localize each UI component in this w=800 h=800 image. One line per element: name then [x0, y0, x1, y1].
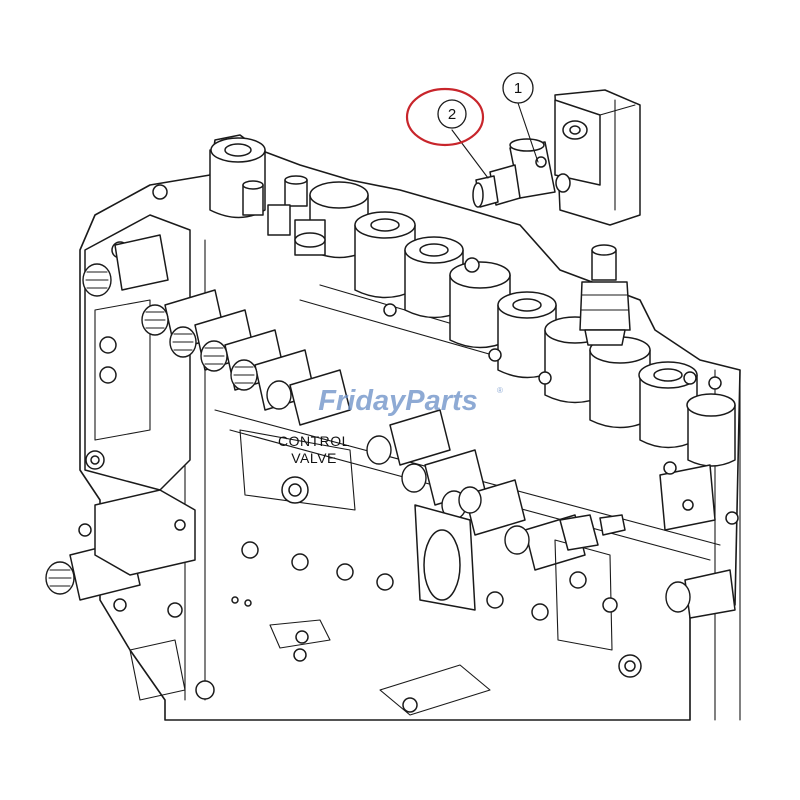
pressure-switch	[579, 244, 631, 346]
callout-1: 1	[502, 72, 539, 163]
right-side-block	[659, 461, 739, 531]
callout-1-number: 1	[514, 80, 522, 97]
watermark-registered-mark: ®	[497, 386, 503, 395]
solenoid-cartridge	[472, 138, 556, 208]
control-label-line1: CONTROL	[278, 433, 350, 449]
solenoid-spools	[45, 234, 736, 619]
control-label-line2: VALVE	[291, 450, 337, 466]
control-valve-plate: CONTROL VALVE	[239, 429, 356, 511]
watermark: FridayParts ®	[318, 385, 503, 417]
callout-2-highlight	[405, 87, 485, 147]
top-fittings	[152, 175, 722, 390]
callout-2: 2	[405, 87, 489, 179]
watermark-text: FridayParts	[318, 385, 478, 417]
callout-2-number: 2	[448, 106, 456, 123]
solenoid-block	[554, 89, 641, 226]
lower-left-block	[94, 489, 196, 576]
lower-details	[78, 504, 642, 716]
